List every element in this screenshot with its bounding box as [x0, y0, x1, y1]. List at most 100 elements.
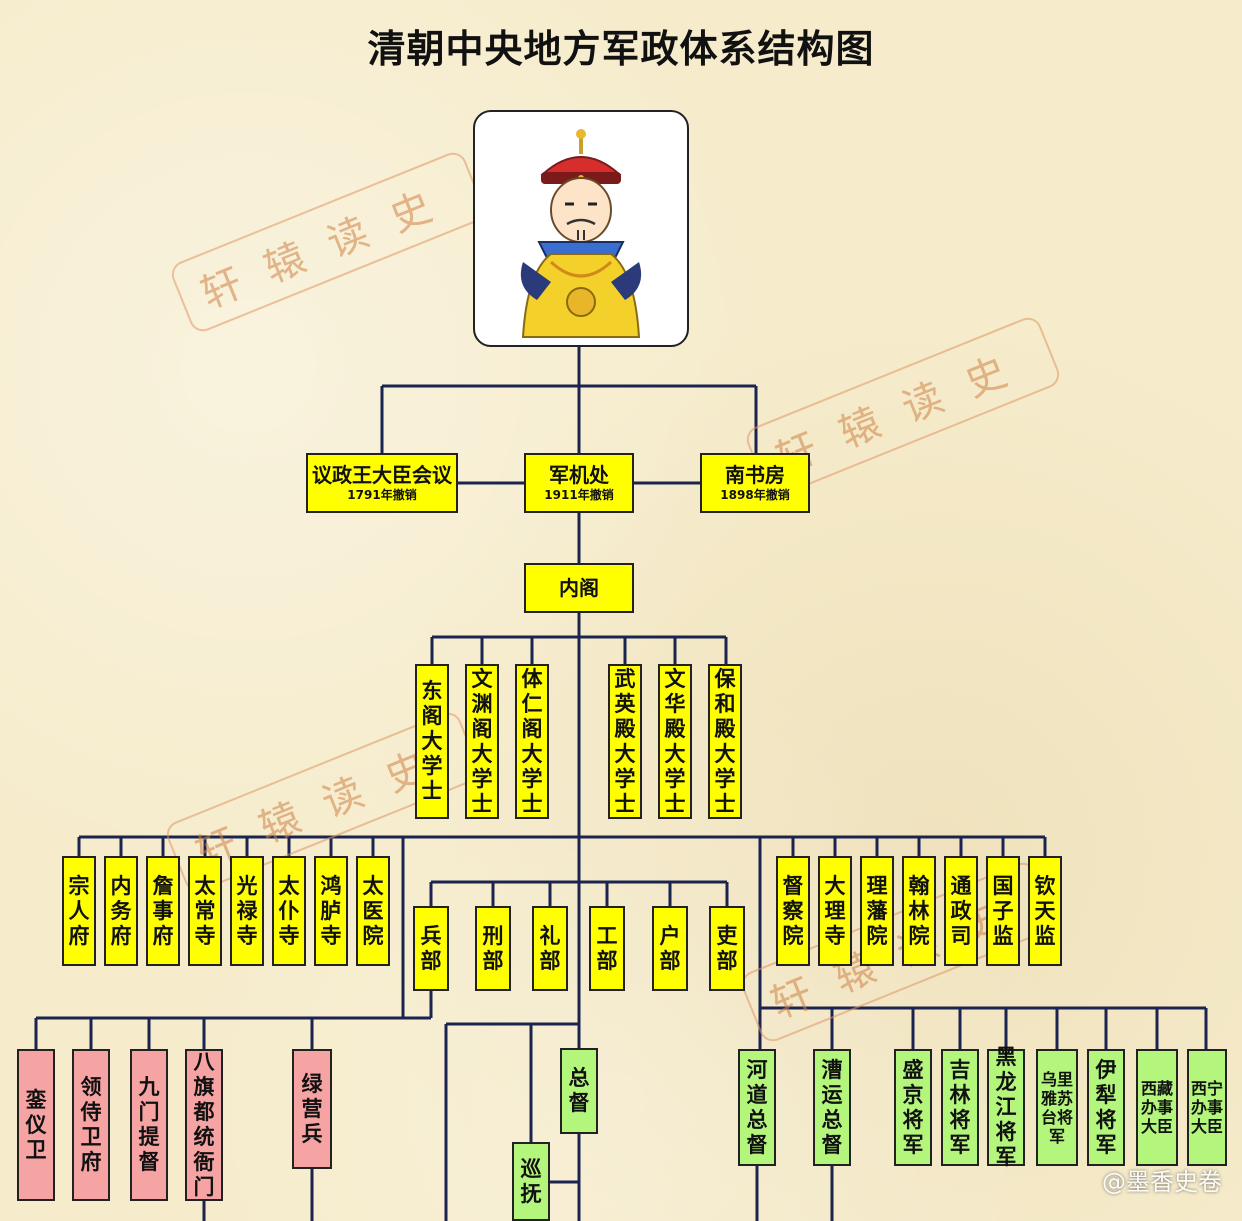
- box-label: 太医院: [362, 873, 384, 948]
- box-label: 黑龙江将军: [995, 1045, 1017, 1169]
- green-standard-army-box: 绿营兵: [292, 1049, 332, 1169]
- box-label: 宗人府: [68, 873, 90, 948]
- agency-box: 国子监: [986, 856, 1020, 966]
- box-label: 鸿胪寺: [320, 873, 342, 948]
- agency-box: 通政司: [944, 856, 978, 966]
- emperor-portrait: [473, 110, 689, 347]
- ministry-box: 兵部: [413, 906, 449, 991]
- box-note: 1791年撤销: [347, 487, 417, 502]
- box-note: 1898年撤销: [720, 487, 790, 502]
- agency-box: 内务府: [104, 856, 138, 966]
- military-box: 九门提督: [130, 1049, 168, 1201]
- river-governor-box: 河道总督: [738, 1049, 776, 1166]
- box-label: 钦天监: [1034, 873, 1056, 948]
- box-label: 内务府: [110, 873, 132, 948]
- box-label: 巡抚: [520, 1156, 542, 1206]
- box-label: 河道总督: [746, 1057, 768, 1157]
- box-label: 理藩院: [866, 873, 888, 948]
- box-label: 体仁阁大学士: [521, 666, 543, 816]
- box-label: 太仆寺: [278, 873, 300, 948]
- box-title: 议政王大臣会议: [312, 462, 452, 487]
- author-credit: @墨香史卷: [1102, 1168, 1222, 1196]
- box-label: 国子监: [992, 873, 1014, 948]
- agency-box: 理藩院: [860, 856, 894, 966]
- grand-council-box: 军机处 1911年撤销: [524, 453, 634, 513]
- agency-box: 太仆寺: [272, 856, 306, 966]
- resident-minister-box: 西宁办事大臣: [1187, 1049, 1227, 1166]
- box-label: 吉林将军: [949, 1057, 971, 1157]
- agency-box: 鸿胪寺: [314, 856, 348, 966]
- box-label: 东阁大学士: [421, 679, 443, 803]
- military-box: 八旗都统衙门: [185, 1049, 223, 1201]
- frontier-general-box: 黑龙江将军: [987, 1045, 1025, 1169]
- ministry-box: 吏部: [709, 906, 745, 991]
- military-box: 领侍卫府: [72, 1049, 110, 1201]
- box-label: 兵部: [420, 923, 442, 973]
- box-label: 西宁办事大臣: [1190, 1079, 1223, 1136]
- box-label: 领侍卫府: [80, 1075, 102, 1174]
- box-label: 礼部: [539, 923, 561, 973]
- frontier-general-box: 吉林将军: [941, 1049, 979, 1166]
- box-label: 伊犁将军: [1095, 1057, 1117, 1157]
- governor-box: 巡抚: [512, 1142, 550, 1221]
- agency-box: 太常寺: [188, 856, 222, 966]
- council-of-princes-box: 议政王大臣会议 1791年撤销: [306, 453, 458, 513]
- box-label: 通政司: [950, 873, 972, 948]
- grain-transport-governor-box: 漕运总督: [813, 1049, 851, 1166]
- box-label: 詹事府: [152, 873, 174, 948]
- grand-secretary-box: 文华殿大学士: [658, 664, 692, 819]
- box-label: 督察院: [782, 873, 804, 948]
- grand-secretary-box: 东阁大学士: [415, 664, 449, 819]
- grand-secretary-box: 保和殿大学士: [708, 664, 742, 819]
- box-title: 军机处: [549, 462, 609, 487]
- agency-box: 詹事府: [146, 856, 180, 966]
- box-label: 盛京将军: [902, 1057, 924, 1157]
- grand-secretary-box: 武英殿大学士: [608, 664, 642, 819]
- frontier-general-box: 乌里雅苏台将军: [1036, 1049, 1078, 1166]
- box-label: 武英殿大学士: [614, 666, 636, 816]
- frontier-general-box: 伊犁将军: [1087, 1049, 1125, 1166]
- box-note: 1911年撤销: [544, 487, 614, 502]
- ministry-box: 户部: [652, 906, 688, 991]
- box-label: 户部: [659, 923, 681, 973]
- box-label: 绿营兵: [301, 1071, 323, 1146]
- agency-box: 督察院: [776, 856, 810, 966]
- box-title: 内阁: [559, 576, 599, 600]
- box-label: 吏部: [716, 923, 738, 973]
- grand-secretary-box: 体仁阁大学士: [515, 664, 549, 819]
- box-label: 工部: [596, 923, 618, 973]
- agency-box: 太医院: [356, 856, 390, 966]
- box-label: 乌里雅苏台将军: [1040, 1069, 1073, 1146]
- box-label: 保和殿大学士: [714, 666, 736, 816]
- box-title: 南书房: [725, 462, 785, 487]
- box-label: 文渊阁大学士: [471, 666, 493, 816]
- ministry-box: 工部: [589, 906, 625, 991]
- box-label: 文华殿大学士: [664, 666, 686, 816]
- southern-study-box: 南书房 1898年撤销: [700, 453, 810, 513]
- box-label: 翰林院: [908, 873, 930, 948]
- ministry-box: 礼部: [532, 906, 568, 991]
- military-box: 銮仪卫: [17, 1049, 55, 1201]
- agency-box: 钦天监: [1028, 856, 1062, 966]
- box-label: 漕运总督: [821, 1057, 843, 1157]
- agency-box: 光禄寺: [230, 856, 264, 966]
- agency-box: 翰林院: [902, 856, 936, 966]
- frontier-general-box: 盛京将军: [894, 1049, 932, 1166]
- box-label: 太常寺: [194, 873, 216, 948]
- box-label: 总督: [568, 1066, 590, 1115]
- governor-general-box: 总督: [560, 1048, 598, 1134]
- box-label: 九门提督: [138, 1075, 160, 1174]
- agency-box: 大理寺: [818, 856, 852, 966]
- box-label: 銮仪卫: [25, 1087, 47, 1162]
- box-label: 八旗都统衙门: [193, 1050, 215, 1199]
- ministry-box: 刑部: [475, 906, 511, 991]
- resident-minister-box: 西藏办事大臣: [1136, 1049, 1178, 1166]
- agency-box: 宗人府: [62, 856, 96, 966]
- grand-secretary-box: 文渊阁大学士: [465, 664, 499, 819]
- box-label: 刑部: [482, 923, 504, 973]
- chart-title: 清朝中央地方军政体系结构图: [367, 27, 875, 71]
- grand-secretariat-box: 内阁: [524, 563, 634, 613]
- box-label: 大理寺: [824, 873, 846, 948]
- box-label: 西藏办事大臣: [1140, 1079, 1173, 1136]
